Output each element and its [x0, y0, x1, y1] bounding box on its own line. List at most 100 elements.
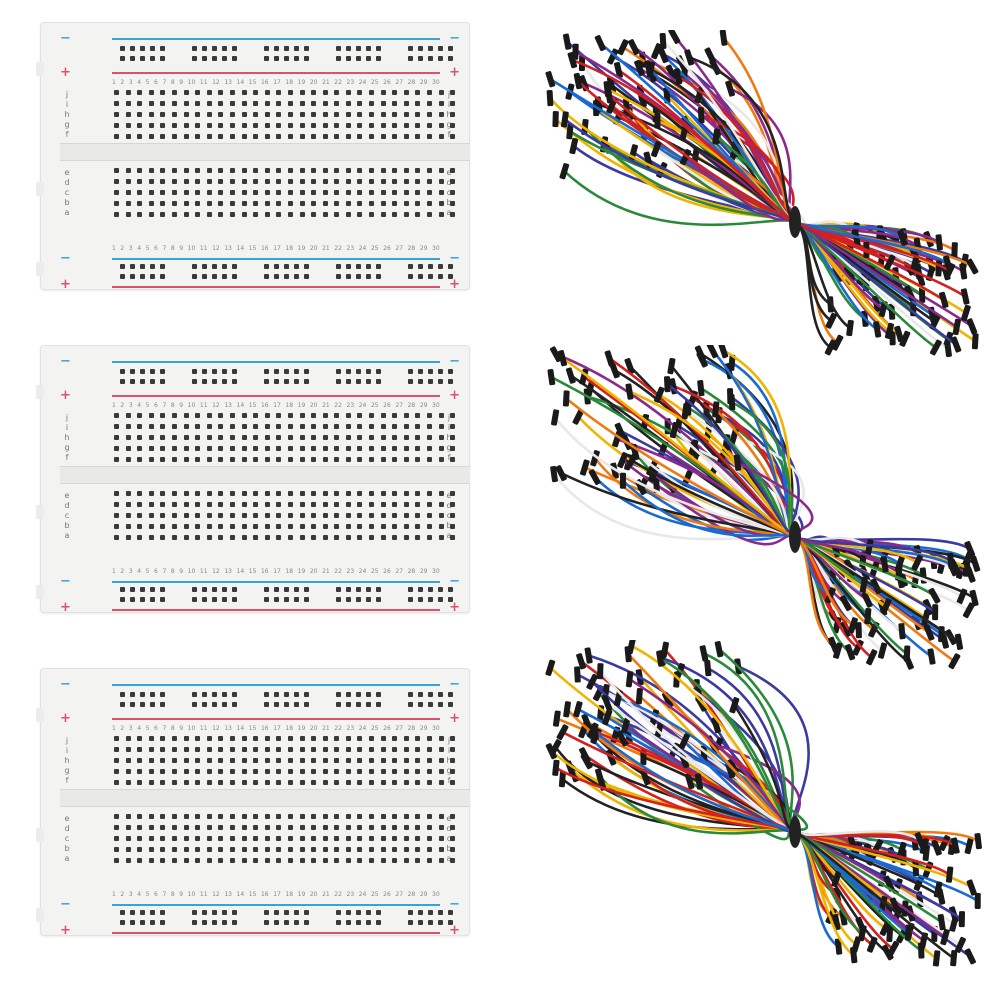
- row-letter: c: [446, 511, 452, 520]
- column-number: 29: [419, 245, 428, 252]
- column-number: 12: [212, 402, 220, 409]
- column-number: 11: [199, 402, 208, 409]
- column-number: 13: [224, 402, 232, 409]
- bottom-rail-group-5: [408, 587, 453, 602]
- column-number: 8: [170, 568, 175, 575]
- jumper-wire-connector: [555, 465, 567, 482]
- jumper-wire-connector: [656, 650, 665, 667]
- row-letter: h: [64, 110, 70, 119]
- column-number: 16: [260, 568, 269, 575]
- jumper-wire-connector: [574, 666, 581, 683]
- column-number: 26: [383, 568, 391, 575]
- jumper-wire-connector: [581, 713, 592, 730]
- jumper-wire-connector: [921, 609, 931, 626]
- column-number: 21: [322, 891, 330, 898]
- column-number: 18: [285, 402, 294, 409]
- terminal-strip-top: [114, 90, 456, 139]
- column-number: 3: [128, 79, 133, 86]
- column-number: 4: [137, 725, 142, 732]
- jumper-wire-connector: [546, 89, 554, 107]
- row-letter: e: [446, 814, 452, 823]
- column-number: 6: [154, 79, 158, 86]
- column-number: 14: [236, 245, 245, 252]
- column-number: 5: [145, 245, 150, 252]
- column-number: 5: [145, 891, 150, 898]
- jumper-wire-connector: [918, 942, 925, 959]
- jumper-wire-connector: [596, 774, 607, 791]
- jumper-wire-connector: [566, 123, 574, 140]
- column-number: 16: [260, 79, 269, 86]
- jumper-wire-connector: [886, 925, 894, 943]
- bottom-rail-group-2: [192, 587, 237, 602]
- jumper-wire-connector: [881, 944, 894, 961]
- bottom-rail-group-1: [120, 264, 165, 279]
- jumper-wire-connector: [712, 401, 720, 418]
- jumper-wire-connector: [847, 617, 858, 634]
- column-number: 13: [224, 79, 232, 86]
- terminal-strip-bottom: [114, 814, 456, 863]
- column-number: 2: [120, 568, 125, 575]
- row-letter: g: [446, 443, 452, 452]
- jumper-wire-connector: [719, 29, 728, 46]
- column-number: 8: [170, 725, 175, 732]
- column-number: 15: [248, 79, 257, 86]
- jumper-wire-connector: [959, 263, 968, 280]
- jumper-wire-connector: [704, 660, 712, 677]
- row-letter: g: [64, 443, 70, 452]
- bottom-rail-group-1: [120, 587, 165, 602]
- row-letter: d: [446, 824, 452, 833]
- jumper-wire-connector: [839, 595, 852, 612]
- bottom-left-plus-sign: +: [60, 600, 71, 615]
- column-number: 21: [322, 245, 330, 252]
- jumper-wire-connector: [617, 39, 629, 56]
- row-letter: j: [65, 413, 69, 422]
- column-number: 28: [407, 891, 416, 898]
- row-letter: d: [446, 501, 452, 510]
- center-channel: [60, 789, 470, 807]
- jumper-wire-connector: [936, 888, 946, 905]
- column-number: 5: [145, 79, 150, 86]
- column-number: 24: [358, 245, 367, 252]
- jumper-wire-connector: [971, 333, 979, 350]
- column-number: 28: [407, 725, 416, 732]
- column-number: 15: [248, 245, 257, 252]
- jumper-wire-connector: [606, 97, 618, 114]
- jumper-wire-connector: [596, 663, 604, 680]
- bottom-left-minus-sign: −: [60, 897, 71, 912]
- column-number: 25: [370, 402, 379, 409]
- jumper-wire-connector: [584, 647, 593, 664]
- row-letter: d: [64, 501, 70, 510]
- row-letter: c: [64, 188, 70, 197]
- column-number: 8: [170, 402, 175, 409]
- jumper-wire-connector: [624, 357, 635, 375]
- column-number: 30: [432, 402, 440, 409]
- column-number: 13: [224, 568, 232, 575]
- jumper-wire-connector: [913, 874, 925, 892]
- column-number: 11: [199, 568, 208, 575]
- column-number: 8: [170, 79, 175, 86]
- column-number: 30: [432, 568, 440, 575]
- jumper-wire-connector: [923, 624, 935, 641]
- jumper-wire-connector: [831, 334, 844, 351]
- bottom-rail-positive-line: [112, 609, 440, 611]
- jumper-wire-connector: [944, 340, 952, 358]
- jumper-wire-connector: [828, 636, 839, 653]
- column-number: 6: [154, 725, 158, 732]
- top-rail-group-2: [192, 46, 237, 61]
- column-number: 16: [260, 245, 269, 252]
- bottom-left-plus-sign: +: [60, 923, 71, 938]
- row-letter: f: [65, 130, 69, 139]
- jumper-wire-connector: [927, 648, 936, 665]
- row-letter: d: [64, 824, 70, 833]
- top-right-plus-sign: +: [449, 65, 460, 80]
- row-letter: c: [446, 834, 452, 843]
- jumper-wire-connector: [562, 390, 570, 407]
- jumper-wire-connector: [859, 576, 868, 593]
- jumper-wire-connector: [684, 49, 695, 66]
- bottom-right-plus-sign: +: [449, 600, 460, 615]
- row-letter: b: [446, 198, 452, 207]
